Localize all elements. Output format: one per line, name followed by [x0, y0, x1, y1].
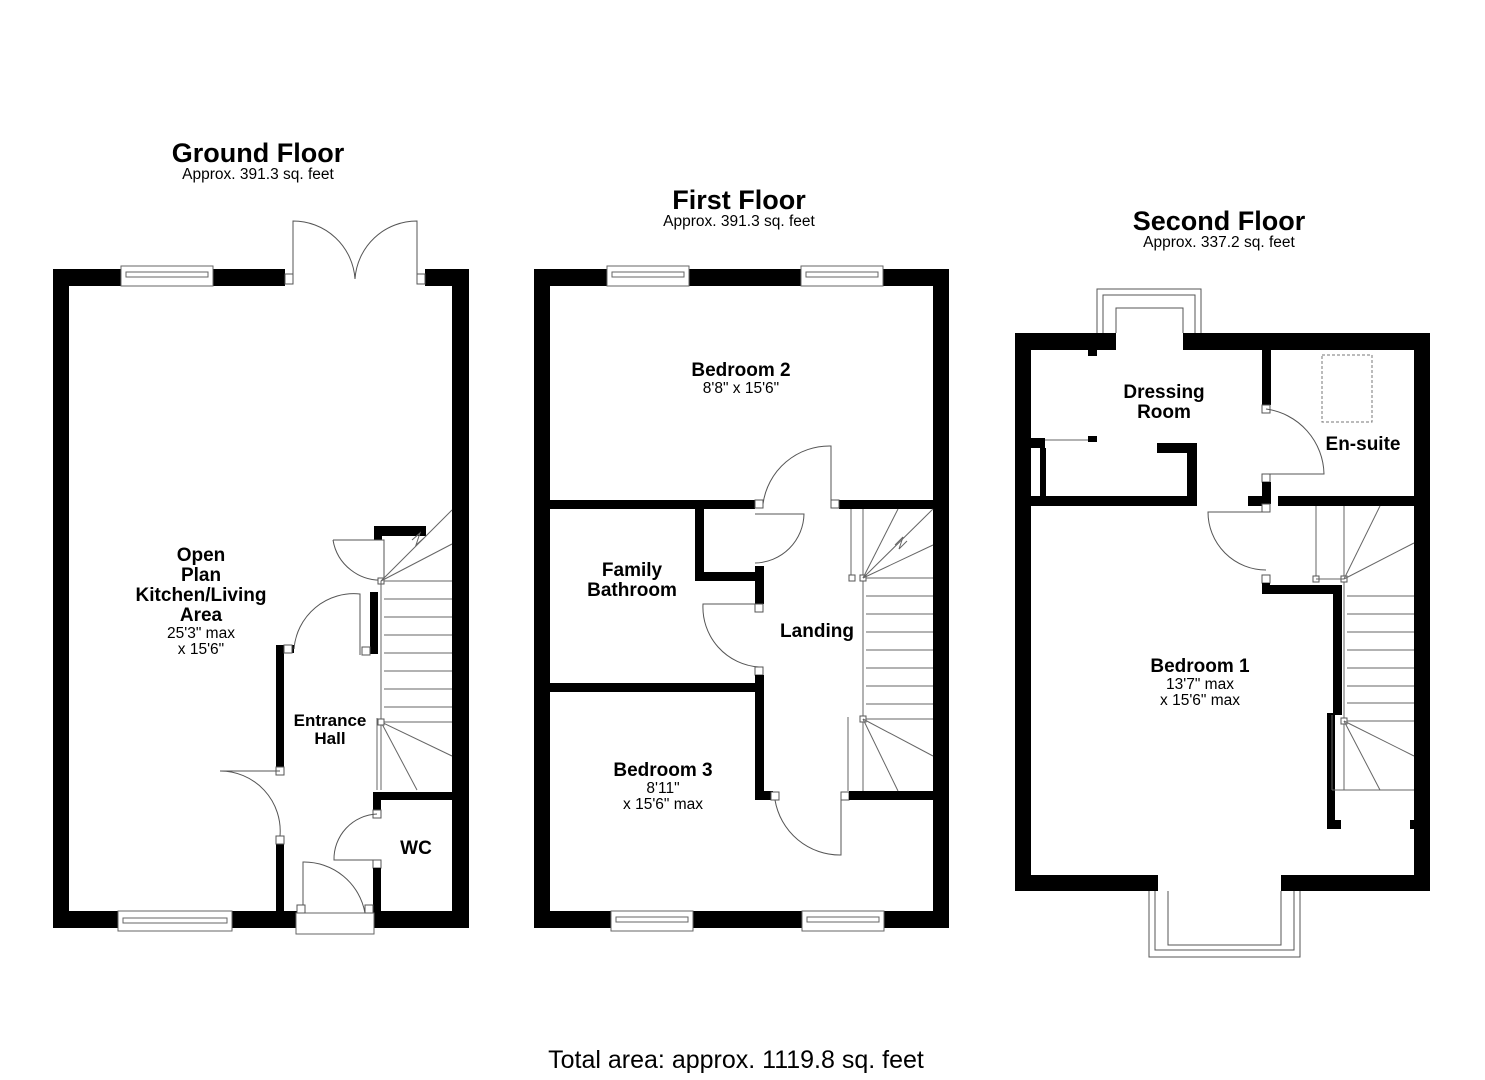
first-floor-plan [534, 265, 949, 932]
total-area: Total area: approx. 1119.8 sq. feet [548, 1046, 924, 1074]
ground-floor-header: Ground Floor Approx. 391.3 sq. feet [172, 139, 344, 184]
room-name: Area [179, 604, 223, 626]
room-bedroom-1: Bedroom 1 13'7" max x 15'6" max [1150, 657, 1249, 709]
floor-area: Approx. 337.2 sq. feet [1143, 234, 1295, 252]
room-name: Entrance [293, 711, 367, 730]
room-entrance-hall: Entrance Hall [294, 712, 367, 748]
room-dressing-room: Dressing Room [1123, 383, 1204, 423]
room-name: Kitchen/Living [135, 584, 267, 606]
floor-area: Approx. 391.3 sq. feet [663, 213, 815, 231]
room-name: Hall [314, 728, 346, 748]
room-wc: WC [400, 839, 432, 859]
room-name: Open [176, 545, 226, 566]
second-floor-plan [1015, 288, 1430, 958]
room-dimension: x 15'6" max [623, 796, 703, 814]
room-name: Bedroom 2 [691, 360, 791, 381]
room-dimension: 13'7" max [1166, 675, 1234, 693]
room-name: Bedroom 1 [1150, 656, 1250, 677]
floor-title: Second Floor [1132, 206, 1306, 236]
room-name: Bedroom 3 [613, 760, 713, 781]
room-name: Dressing [1123, 382, 1205, 403]
floor-area: Approx. 391.3 sq. feet [182, 166, 334, 184]
floor-title: First Floor [672, 185, 806, 215]
first-floor-header: First Floor Approx. 391.3 sq. feet [663, 186, 815, 231]
ground-floor-plan [53, 220, 469, 935]
room-dimension: x 15'6" [177, 641, 225, 659]
room-name: Landing [780, 621, 854, 642]
room-name: En-suite [1325, 434, 1401, 455]
room-name: Plan [180, 564, 222, 586]
room-en-suite: En-suite [1326, 435, 1401, 455]
room-name: Room [1137, 401, 1191, 423]
room-name: WC [400, 838, 432, 859]
room-dimension: x 15'6" max [1160, 692, 1240, 710]
second-floor-header: Second Floor Approx. 337.2 sq. feet [1133, 207, 1306, 252]
room-dimension: 25'3" max [167, 624, 235, 642]
room-open-plan-kitchen-living: Open Plan Kitchen/Living Area 25'3" max … [136, 546, 267, 658]
room-name: Bathroom [587, 579, 677, 601]
room-dimension: 8'8" x 15'6" [702, 379, 780, 397]
room-bedroom-3: Bedroom 3 8'11" x 15'6" max [613, 761, 712, 813]
room-landing: Landing [780, 622, 854, 642]
room-family-bathroom: Family Bathroom [587, 561, 677, 601]
floor-title: Ground Floor [171, 138, 345, 168]
room-name: Family [601, 560, 663, 581]
room-dimension: 8'11" [646, 779, 680, 797]
room-bedroom-2: Bedroom 2 8'8" x 15'6" [691, 361, 790, 397]
